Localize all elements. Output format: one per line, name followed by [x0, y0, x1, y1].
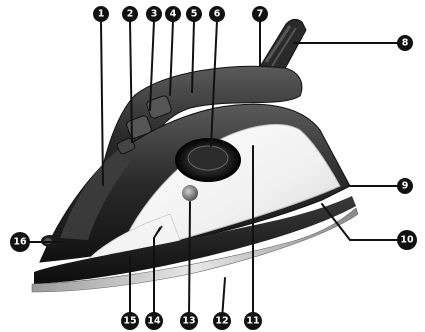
svg-text:5: 5 [191, 9, 198, 20]
svg-text:1: 1 [98, 9, 105, 20]
callout-8: 8 [397, 35, 413, 51]
iron-base [34, 196, 356, 284]
callout-12: 12 [213, 312, 231, 330]
handle [94, 65, 303, 212]
callout-2: 2 [122, 6, 138, 22]
leader-1 [100, 20, 104, 186]
callout-15: 15 [121, 312, 139, 330]
leader-2 [129, 20, 133, 143]
leader-3 [149, 20, 155, 111]
callout-14: 14 [145, 312, 163, 330]
soleplate [31, 207, 359, 293]
svg-text:2: 2 [127, 9, 134, 20]
svg-text:14: 14 [147, 316, 161, 327]
svg-text:12: 12 [215, 316, 228, 327]
leader-5 [191, 20, 195, 93]
callout-3: 3 [146, 6, 162, 22]
callout-13: 13 [180, 312, 198, 330]
callout-11: 11 [244, 312, 262, 330]
svg-text:11: 11 [246, 316, 259, 327]
leader-4 [169, 20, 174, 96]
leader-6 [210, 20, 218, 147]
callout-6: 6 [209, 6, 225, 22]
svg-text:10: 10 [400, 235, 414, 246]
iron-illustration [31, 18, 359, 293]
spray-button [146, 95, 172, 119]
svg-text:4: 4 [170, 9, 177, 20]
svg-text:9: 9 [402, 181, 409, 192]
callout-7: 7 [252, 6, 268, 22]
svg-text:16: 16 [13, 237, 27, 248]
callout-badges: 1 2 3 4 5 6 7 8 9 10 11 12 13 14 15 [10, 6, 417, 330]
leader-10 [321, 203, 399, 241]
svg-text:8: 8 [402, 38, 409, 49]
callout-4: 4 [165, 6, 181, 22]
water-tank [60, 150, 132, 240]
leader-lines [29, 20, 399, 320]
svg-text:15: 15 [123, 316, 136, 327]
leader-14 [153, 227, 161, 320]
svg-text:3: 3 [151, 9, 158, 20]
callout-1: 1 [93, 6, 109, 22]
svg-text:6: 6 [214, 9, 221, 20]
leader-13 [188, 201, 191, 320]
callout-9: 9 [397, 178, 413, 194]
callout-16: 16 [10, 232, 30, 252]
svg-text:7: 7 [257, 9, 264, 20]
steam-button [126, 115, 152, 139]
callout-5: 5 [186, 6, 202, 22]
pilot-light [182, 185, 198, 201]
callout-10: 10 [397, 230, 417, 250]
svg-text:13: 13 [182, 316, 195, 327]
